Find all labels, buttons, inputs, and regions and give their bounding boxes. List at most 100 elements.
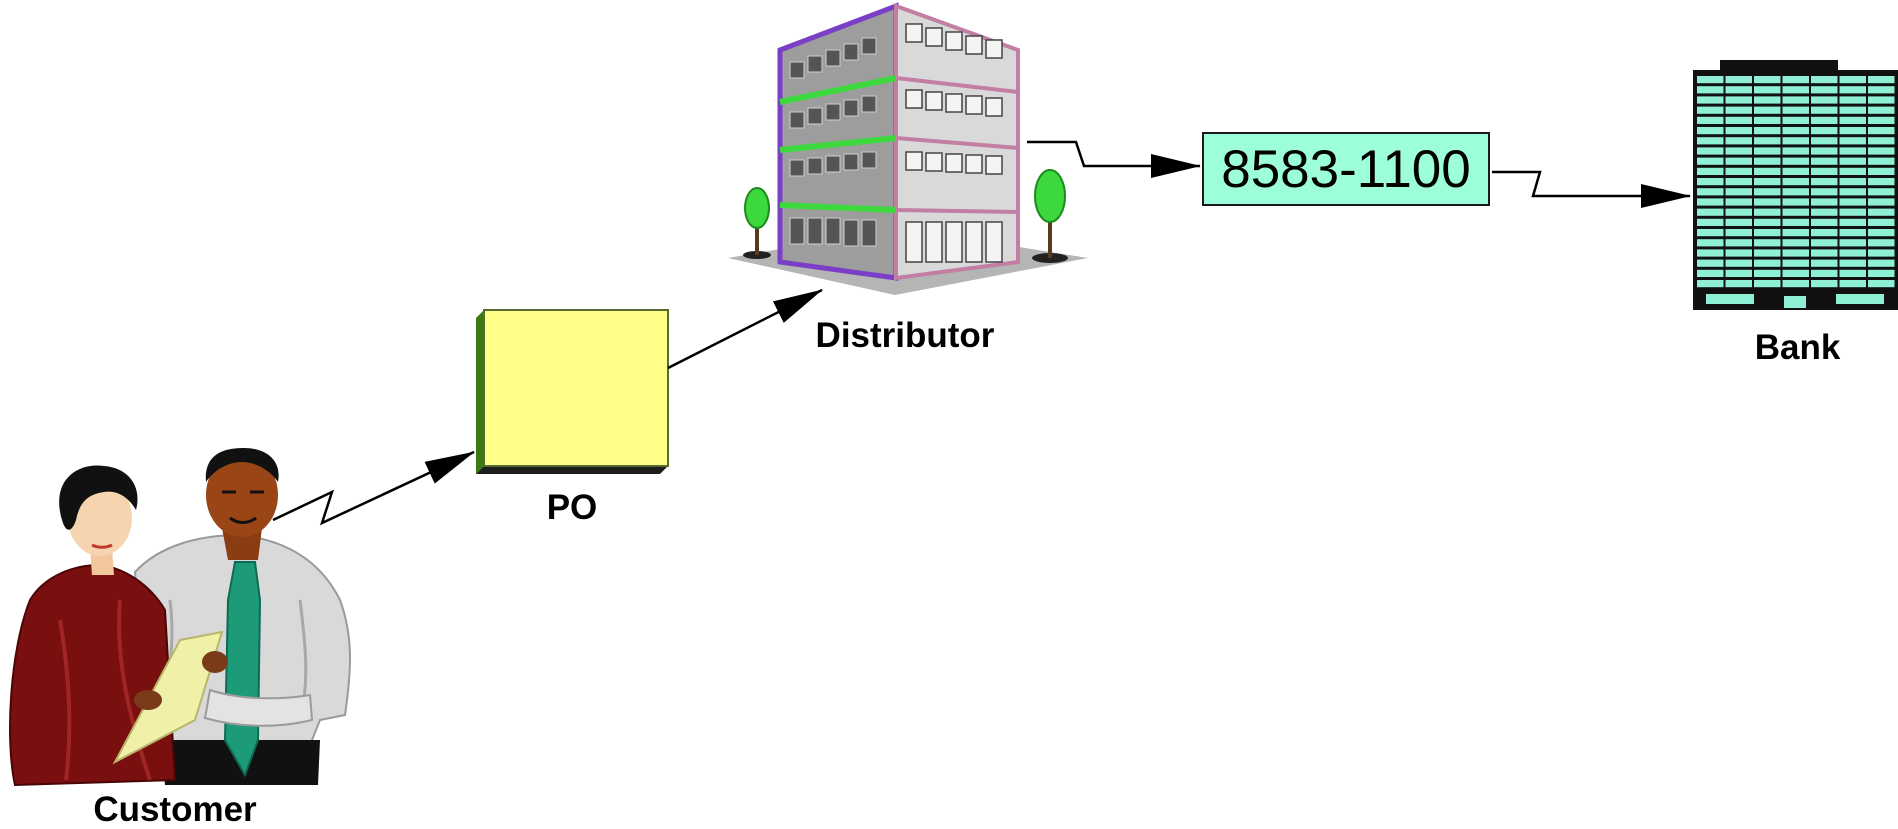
bank-window: [1811, 259, 1838, 267]
bank-window: [1782, 269, 1809, 277]
bank-window: [1782, 249, 1809, 257]
bank-window: [1697, 116, 1724, 124]
arrow-account-to-bank: [1492, 170, 1691, 208]
bank-window: [1811, 106, 1838, 114]
bank-window: [1868, 198, 1895, 206]
bank-window: [1839, 116, 1866, 124]
bank-window: [1754, 116, 1781, 124]
bank-window: [1697, 127, 1724, 135]
bank-window: [1697, 208, 1724, 216]
bank-window: [1782, 229, 1809, 237]
bank-window: [1782, 198, 1809, 206]
bank-window: [1782, 116, 1809, 124]
bank-window: [1697, 198, 1724, 206]
bank-window: [1697, 157, 1724, 165]
bank-window: [1754, 137, 1781, 145]
bank-windows: [1697, 76, 1895, 288]
bank-window: [1782, 167, 1809, 175]
document-box-icon: [476, 309, 669, 474]
bank-window: [1725, 208, 1752, 216]
bank-label: Bank: [1754, 328, 1841, 367]
tree-icon: [743, 187, 771, 259]
bank-window: [1811, 229, 1838, 237]
bank-window: [1839, 188, 1866, 196]
bank-window: [1725, 147, 1752, 155]
bank-window: [1868, 229, 1895, 237]
bank-window: [1754, 208, 1781, 216]
bank-window: [1725, 188, 1752, 196]
bank-window: [1868, 116, 1895, 124]
bank-tower-icon: [1693, 60, 1898, 310]
bank-window: [1839, 218, 1866, 226]
bank-window: [1839, 167, 1866, 175]
bank-window: [1868, 137, 1895, 145]
bank-window: [1811, 96, 1838, 104]
bank-window: [1811, 269, 1838, 277]
bank-window: [1697, 280, 1724, 288]
bank-window: [1782, 157, 1809, 165]
account-number-text: 8583-1100: [1221, 139, 1471, 199]
bank-window: [1725, 116, 1752, 124]
bank-window: [1725, 96, 1752, 104]
bank-window: [1868, 96, 1895, 104]
bank-window: [1782, 137, 1809, 145]
bank-window: [1868, 269, 1895, 277]
bank-window: [1782, 76, 1809, 84]
bank-window: [1868, 167, 1895, 175]
bank-window: [1811, 198, 1838, 206]
bank-window: [1725, 86, 1752, 94]
bank-window: [1754, 269, 1781, 277]
bank-window: [1811, 280, 1838, 288]
bank-window: [1782, 127, 1809, 135]
bank-window: [1782, 106, 1809, 114]
bank-window: [1811, 249, 1838, 257]
bank-window: [1697, 167, 1724, 175]
bank-window: [1868, 178, 1895, 186]
bank-window: [1811, 218, 1838, 226]
bank-window: [1868, 157, 1895, 165]
bank-window: [1811, 116, 1838, 124]
bank-window: [1697, 259, 1724, 267]
bank-window: [1725, 269, 1752, 277]
bank-window: [1754, 127, 1781, 135]
bank-window: [1725, 218, 1752, 226]
bank-window: [1725, 167, 1752, 175]
bank-window: [1782, 96, 1809, 104]
bank-window: [1697, 229, 1724, 237]
bank-window: [1725, 249, 1752, 257]
bank-window: [1697, 249, 1724, 257]
bank-window: [1697, 106, 1724, 114]
bank-window: [1811, 167, 1838, 175]
bank-window: [1754, 259, 1781, 267]
bank-window: [1697, 188, 1724, 196]
bank-window: [1725, 280, 1752, 288]
bank-window: [1839, 76, 1866, 84]
bank-window: [1754, 76, 1781, 84]
bank-window: [1754, 86, 1781, 94]
bank-window: [1868, 249, 1895, 257]
bank-window: [1725, 76, 1752, 84]
bank-window: [1811, 188, 1838, 196]
bank-window: [1811, 239, 1838, 247]
bank-window: [1725, 137, 1752, 145]
bank-window: [1811, 127, 1838, 135]
bank-window: [1839, 259, 1866, 267]
bank-window: [1839, 137, 1866, 145]
bank-window: [1725, 178, 1752, 186]
bank-window: [1725, 229, 1752, 237]
bank-window: [1811, 137, 1838, 145]
bank-window: [1839, 157, 1866, 165]
business-people-icon: [9, 448, 351, 787]
bank-window: [1697, 76, 1724, 84]
bank-window: [1782, 239, 1809, 247]
tree-icon: [1032, 169, 1068, 263]
bank-window: [1697, 269, 1724, 277]
bank-window: [1868, 280, 1895, 288]
bank-window: [1839, 239, 1866, 247]
bank-window: [1782, 280, 1809, 288]
bank-window: [1839, 106, 1866, 114]
bank-window: [1839, 86, 1866, 94]
bank-window: [1839, 147, 1866, 155]
bank-window: [1725, 198, 1752, 206]
